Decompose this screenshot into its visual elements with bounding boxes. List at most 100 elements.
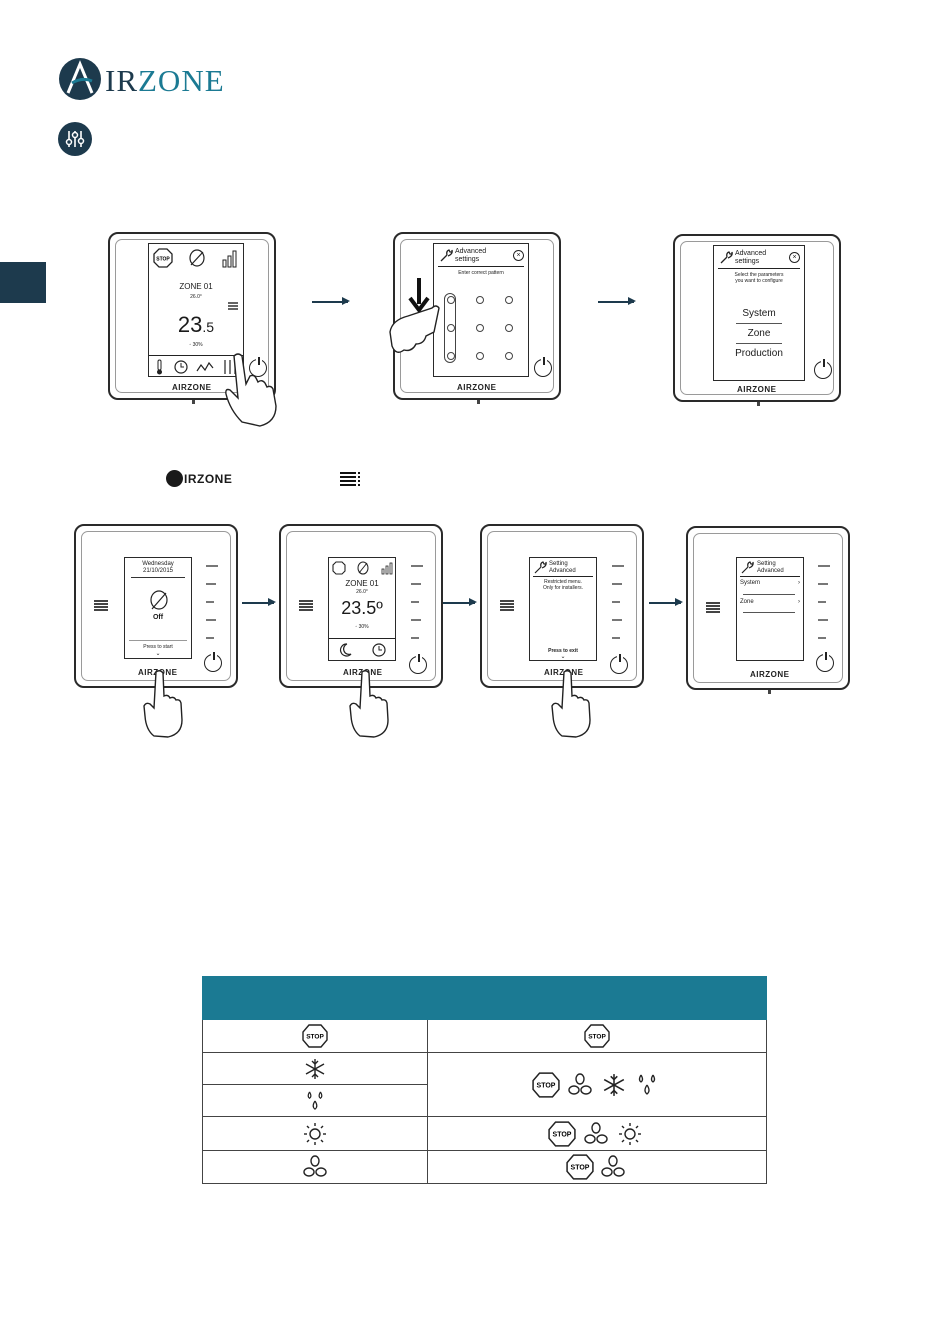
allowed-cell: STOP xyxy=(426,1116,768,1151)
drops-icon xyxy=(307,1091,323,1110)
msg-l1: Restricted menu. xyxy=(544,579,582,585)
fan-icon xyxy=(303,1155,327,1177)
option-system[interactable]: System xyxy=(742,308,776,319)
mode-table: STOP STOP STOP xyxy=(202,976,768,1184)
fan-icon xyxy=(584,1121,608,1144)
airzone-logo-mark xyxy=(59,58,101,100)
humidity-value: 30% xyxy=(358,624,369,630)
restricted-message: Restricted menu.Only for installers. xyxy=(530,579,596,591)
wrench-icon xyxy=(440,249,453,262)
pattern-dot[interactable] xyxy=(447,324,455,332)
stop-icon: STOP xyxy=(565,1154,594,1180)
prompt-l1: Select the parameters xyxy=(734,272,784,278)
table-row: STOP xyxy=(202,1116,768,1151)
power-button[interactable] xyxy=(249,357,267,377)
zone-name: ZONE 01 xyxy=(179,282,213,291)
pattern-dot[interactable] xyxy=(505,352,513,360)
device-brand: AIRZONE xyxy=(737,385,777,394)
setpoint: 26.0° xyxy=(356,589,368,595)
svg-text:STOP: STOP xyxy=(156,257,170,263)
close-icon[interactable]: × xyxy=(789,252,800,263)
temp-int: 23 xyxy=(177,312,203,337)
menu-item-zone[interactable]: Zone› xyxy=(740,599,800,605)
wrench-icon xyxy=(741,561,754,574)
pattern-prompt: Enter correct pattern xyxy=(458,270,504,276)
menu-list-icon[interactable] xyxy=(299,600,313,612)
flow-arrow xyxy=(598,298,636,304)
device-brand: AIRZONE xyxy=(457,383,497,392)
chevron-down-icon: ⌄ xyxy=(560,654,566,660)
zone-name: ZONE 01 xyxy=(345,579,379,588)
mini-logo-text: IRZONE xyxy=(184,471,233,486)
fan-icon xyxy=(601,1155,625,1177)
blueface-device-home: ZONE 01 26.0° 23.5º ◦ 30% AIRZONE xyxy=(279,524,443,688)
room-temp: 23.5º xyxy=(341,598,383,618)
title-l1: Setting xyxy=(549,561,568,567)
power-button[interactable] xyxy=(816,652,834,672)
flow-arrow xyxy=(443,599,477,605)
close-icon[interactable]: × xyxy=(513,250,524,261)
power-button[interactable] xyxy=(814,359,832,379)
stop-label: STOP xyxy=(553,1131,572,1138)
snowflake-icon xyxy=(305,1058,325,1079)
press-to-exit[interactable]: Press to exit xyxy=(548,648,578,654)
pattern-dot[interactable] xyxy=(476,352,484,360)
thermostat-screen[interactable]: STOP ZONE 01 26.0° 23.5 ◦ 30% xyxy=(148,243,244,377)
room-temp: 23.5 xyxy=(149,312,243,338)
airzone-mini-logo: IRZONE xyxy=(166,470,232,488)
pattern-dot[interactable] xyxy=(476,296,484,304)
mode-cell xyxy=(202,1052,428,1085)
hand-pointer-icon xyxy=(349,670,389,738)
prompt-l2: you want to configure xyxy=(735,278,783,284)
menu-item-system[interactable]: System› xyxy=(740,580,800,586)
sliders-icon xyxy=(58,122,92,156)
stop-label: STOP xyxy=(306,1034,324,1041)
option-production[interactable]: Production xyxy=(735,348,783,359)
menu-list-icon[interactable] xyxy=(228,299,238,317)
title-l1: Advanced xyxy=(735,250,767,257)
allowed-cell: STOP xyxy=(426,1052,768,1117)
title-l2: Advanced xyxy=(549,568,576,574)
table-header-allowed xyxy=(426,976,768,1020)
menu-item-label: Zone xyxy=(740,599,754,605)
flow-arrow xyxy=(649,599,683,605)
home-screen[interactable]: ZONE 01 26.0° 23.5º ◦ 30% xyxy=(328,557,396,661)
mode-cell xyxy=(202,1150,428,1184)
menu-list-icon[interactable] xyxy=(500,600,514,612)
press-to-start[interactable]: Press to start xyxy=(143,644,173,650)
mode-cell xyxy=(202,1084,428,1117)
pattern-dot[interactable] xyxy=(476,324,484,332)
title-l1: Setting xyxy=(757,561,776,567)
menu-item-label: System xyxy=(740,580,761,586)
power-button[interactable] xyxy=(610,654,628,674)
title-l1: Advanced xyxy=(455,248,487,255)
snowflake-icon xyxy=(603,1073,625,1096)
allowed-cell: STOP xyxy=(426,1150,768,1184)
power-button[interactable] xyxy=(534,357,552,377)
menu-list-icon[interactable] xyxy=(706,602,720,614)
arrow-down-icon xyxy=(408,278,430,312)
pattern-dot[interactable] xyxy=(505,324,513,332)
drops-icon xyxy=(639,1074,656,1095)
menu-list-icon[interactable] xyxy=(94,600,108,612)
option-zone[interactable]: Zone xyxy=(747,328,771,339)
power-button[interactable] xyxy=(204,652,222,672)
stop-label: STOP xyxy=(588,1034,606,1041)
table-row: STOP xyxy=(202,1150,768,1184)
pattern-dot[interactable] xyxy=(505,296,513,304)
thermostat-device-home: STOP ZONE 01 26.0° 23.5 ◦ 30% AIRZONE xyxy=(108,232,276,404)
power-button[interactable] xyxy=(409,654,427,674)
bottom-icons xyxy=(339,643,386,657)
stop-label: STOP xyxy=(537,1082,556,1089)
stop-icon: STOP xyxy=(532,1071,560,1098)
hand-pointer-icon xyxy=(389,305,440,353)
